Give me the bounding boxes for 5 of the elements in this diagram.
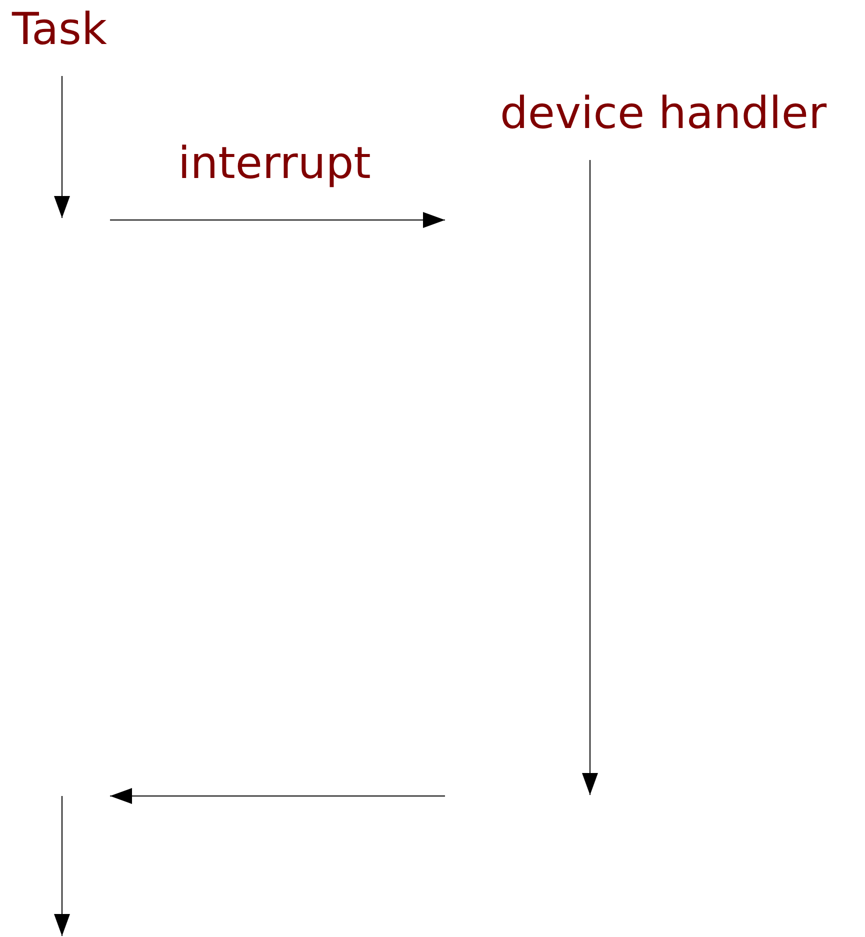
arrow — [582, 160, 598, 796]
message-label: interrupt — [178, 138, 371, 190]
lane-heading: device handler — [500, 88, 827, 140]
arrow — [54, 76, 70, 218]
lane-heading: Task — [12, 4, 107, 56]
